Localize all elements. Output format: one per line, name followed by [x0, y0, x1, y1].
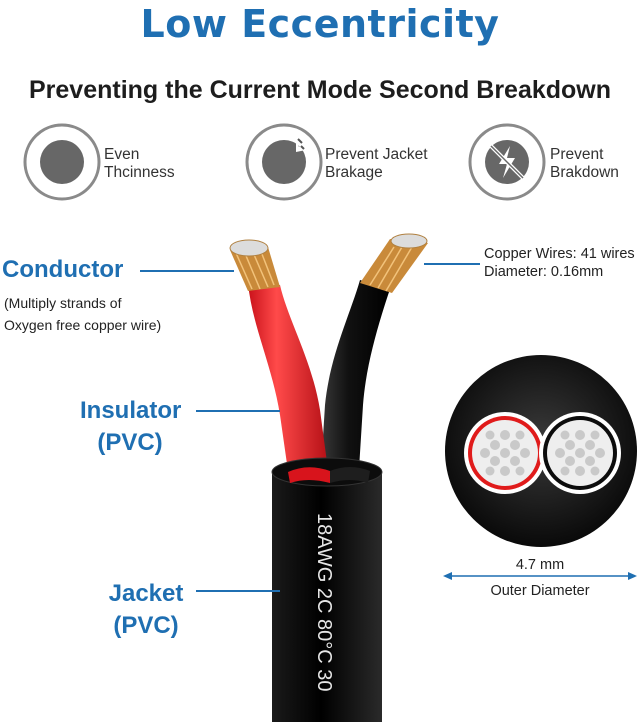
prevent-breakdown-icon — [468, 123, 546, 201]
conductor-title: Conductor — [2, 256, 124, 283]
cable-illustration: 18AWG 2C 80°C 30 — [229, 233, 428, 722]
diameter-label: Outer Diameter — [490, 583, 590, 599]
page-title: Low Eccentricity — [140, 2, 500, 46]
subtitle: Preventing the Current Mode Second Break… — [28, 76, 612, 104]
conductor-note: (Multiply strands of Oxygen free copper … — [4, 295, 162, 333]
cable-print-text: 18AWG 2C 80°C 30 — [313, 513, 335, 691]
insulator-leader-line — [196, 410, 280, 412]
black-wire — [320, 280, 390, 485]
feature-prevent-breakdown-label: Prevent Brakdown — [550, 146, 619, 181]
feature-prevent-jacket-label: Prevent Jacket Brakage — [325, 146, 428, 181]
copper-conductor-red — [229, 239, 280, 291]
diameter-value: 4.7 mm — [515, 557, 565, 573]
diameter-dimension-line — [443, 572, 637, 580]
feature-even-thickness-label: Even Thcinness — [104, 146, 175, 181]
insulator-title: Insulator (PVC) — [80, 397, 182, 456]
prevent-jacket-brakage-icon — [245, 123, 323, 201]
cable-cross-section — [445, 355, 637, 547]
jacket-title: Jacket (PVC) — [108, 580, 184, 639]
jacket — [272, 470, 382, 722]
red-wire — [248, 283, 330, 485]
conductor-leader-line — [140, 270, 234, 272]
copper-spec-leader-line — [424, 263, 480, 265]
copper-conductor-black — [360, 233, 428, 293]
even-thickness-icon — [23, 123, 101, 201]
copper-spec: Copper Wires: 41 wires Diameter: 0.16mm — [484, 246, 635, 280]
jacket-leader-line — [196, 590, 280, 592]
